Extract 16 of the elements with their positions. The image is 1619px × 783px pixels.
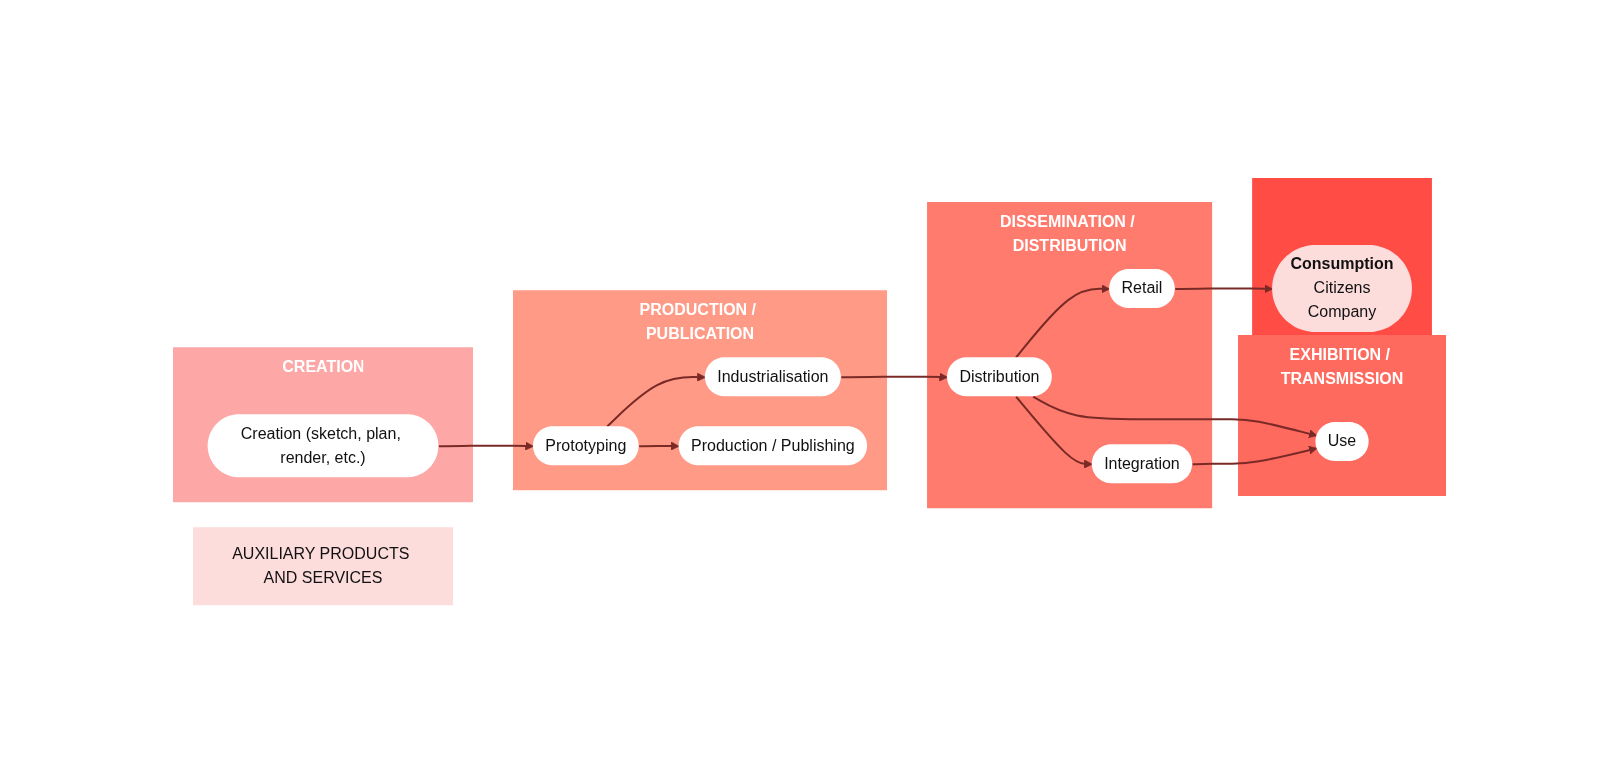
arrow	[1032, 395, 1318, 438]
arrow	[840, 372, 948, 382]
arrow	[605, 372, 706, 428]
node-box: Industrialisation	[704, 357, 841, 397]
node-box: Production / Publishing	[678, 426, 867, 466]
arrow	[1014, 284, 1110, 359]
node-box: AUXILIARY PRODUCTS AND SERVICES	[193, 527, 453, 606]
node-box: Creation (sketch, plan, render, etc.)	[207, 414, 439, 478]
arrow	[1174, 284, 1273, 294]
arrow	[638, 441, 680, 451]
node-box: Prototyping	[533, 426, 639, 466]
arrow	[1015, 395, 1093, 469]
node-box: Distribution	[947, 357, 1052, 397]
arrow	[1191, 445, 1318, 466]
arrow	[437, 441, 534, 451]
node-box: Integration	[1091, 444, 1193, 484]
